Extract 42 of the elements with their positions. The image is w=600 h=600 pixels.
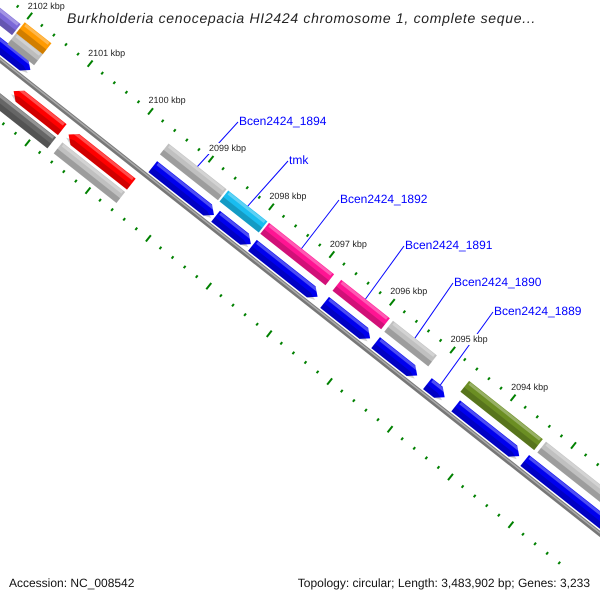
gene-label: tmk <box>289 153 308 167</box>
tick-label: 2099 kbp <box>208 143 248 154</box>
gene-feature-block <box>16 22 52 54</box>
tick-label: 2101 kbp <box>87 48 126 59</box>
gene-feature-block <box>148 161 216 218</box>
gene-label: Bcen2424_1890 <box>454 275 542 289</box>
gene-feature-block <box>211 210 254 248</box>
gene-feature-block <box>0 93 56 148</box>
gene-feature-block <box>371 337 420 379</box>
gene-feature-block <box>537 442 600 502</box>
gene-label: Bcen2424_1892 <box>340 192 428 206</box>
gene-feature-block <box>160 143 227 200</box>
map-title: Burkholderia cenocepacia HI2424 chromosome 1, complete seque... <box>67 9 536 28</box>
tick-label: 2097 kbp <box>328 238 368 250</box>
tick-label: 2095 kbp <box>450 334 489 345</box>
tick-label: 2096 kbp <box>389 286 428 298</box>
gene-label: Bcen2424_1894 <box>239 114 326 128</box>
gene-feature-block <box>520 454 600 529</box>
gene-feature-block <box>423 378 448 400</box>
gene-feature-block <box>54 142 126 203</box>
leader-line <box>301 200 340 249</box>
tick-label: 2094 kbp <box>510 382 550 393</box>
gene-feature-block <box>0 37 33 74</box>
gene-feature-block <box>320 296 373 342</box>
accession-text: Accession: NC_008542 <box>9 575 134 592</box>
gene-label: Bcen2424_1891 <box>405 238 492 252</box>
gene-feature-block <box>0 8 21 36</box>
leader-line <box>414 282 454 339</box>
tick-label: 2098 kbp <box>268 190 308 202</box>
leader-line <box>440 312 494 386</box>
genome-info-text: Topology: circular; Length: 3,483,902 bp; Genes: 3,233 <box>298 575 590 592</box>
gene-feature-block <box>384 320 437 366</box>
tick-label: 2102 kbp <box>26 1 66 12</box>
gene-feature-block <box>220 190 268 233</box>
gene-feature-block <box>332 280 390 330</box>
gene-feature-block <box>7 33 43 66</box>
gene-feature-block <box>451 400 522 460</box>
gene-feature-block <box>248 240 320 300</box>
gene-label: Bcen2424_1889 <box>494 304 582 318</box>
leader-line <box>365 246 404 300</box>
tick-label: 2100 kbp <box>148 95 187 106</box>
leader-line <box>247 160 288 207</box>
